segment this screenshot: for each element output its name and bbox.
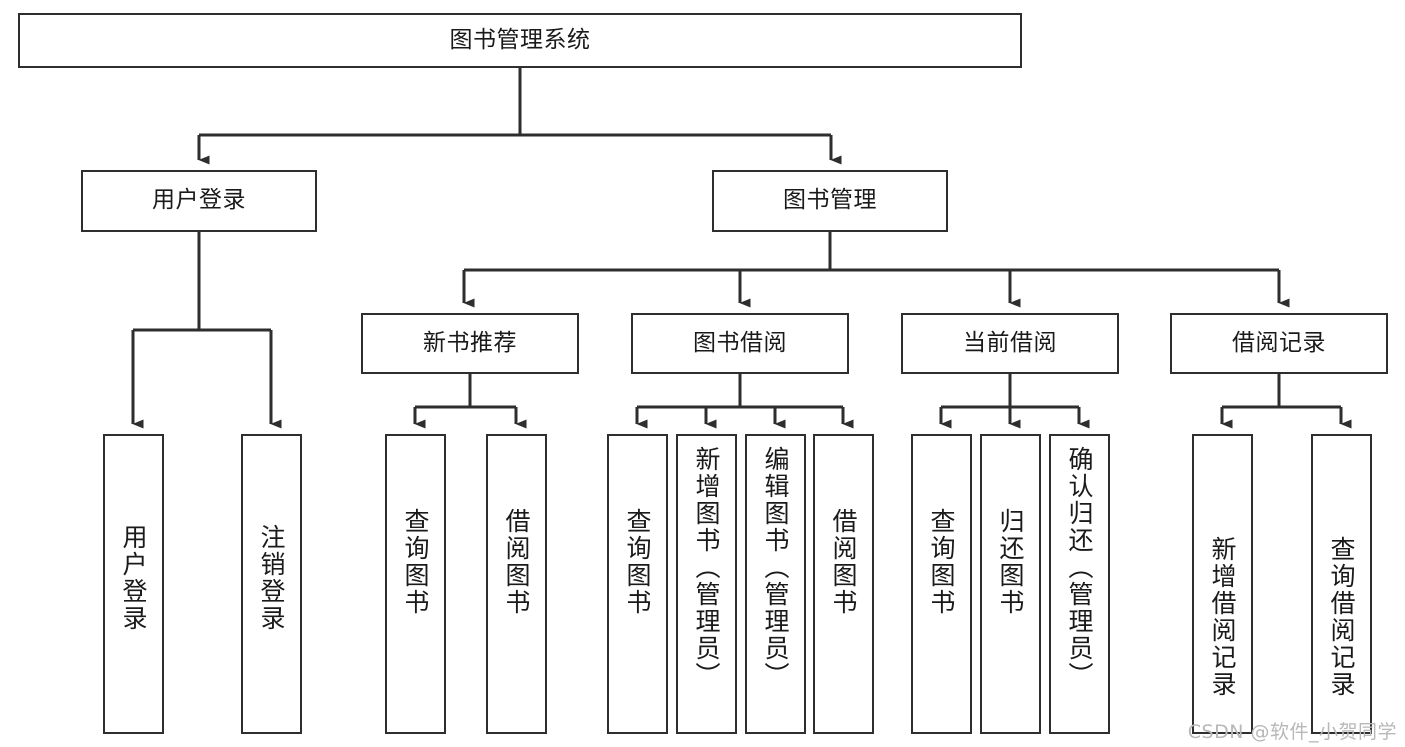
node-leaf-query-book-2[interactable]: 查询图书 — [607, 434, 668, 734]
node-leaf-confirm-return-label: 确认归还（管理员） — [1065, 446, 1094, 689]
node-borrow-record[interactable]: 借阅记录 — [1170, 313, 1388, 374]
node-leaf-query-record-label: 查询借阅记录 — [1327, 536, 1356, 698]
node-leaf-add-book-label: 新增图书（管理员） — [692, 446, 721, 689]
node-leaf-user-login-label: 用户登录 — [119, 524, 148, 632]
node-leaf-edit-book-label: 编辑图书（管理员） — [761, 446, 790, 689]
node-leaf-return-book[interactable]: 归还图书 — [980, 434, 1041, 734]
node-leaf-user-login[interactable]: 用户登录 — [103, 434, 164, 734]
node-leaf-logout-label: 注销登录 — [257, 524, 286, 632]
node-user-login-label: 用户登录 — [152, 187, 246, 214]
node-leaf-query-book-2-label: 查询图书 — [623, 508, 652, 616]
node-root-label: 图书管理系统 — [449, 26, 591, 53]
node-leaf-query-book-3-label: 查询图书 — [927, 508, 956, 616]
node-leaf-add-record-label: 新增借阅记录 — [1208, 536, 1237, 698]
node-book-borrow[interactable]: 图书借阅 — [631, 313, 849, 374]
node-leaf-query-book-1[interactable]: 查询图书 — [385, 434, 446, 734]
node-book-manage-label: 图书管理 — [783, 187, 877, 214]
node-user-login[interactable]: 用户登录 — [81, 170, 317, 232]
node-leaf-add-book[interactable]: 新增图书（管理员） — [676, 434, 737, 734]
node-leaf-query-book-1-label: 查询图书 — [401, 508, 430, 616]
node-current-borrow-label: 当前借阅 — [963, 329, 1057, 356]
node-leaf-borrow-book-2-label: 借阅图书 — [829, 508, 858, 616]
node-leaf-edit-book[interactable]: 编辑图书（管理员） — [745, 434, 806, 734]
node-root[interactable]: 图书管理系统 — [18, 13, 1022, 68]
node-leaf-return-book-label: 归还图书 — [996, 508, 1025, 616]
node-leaf-logout[interactable]: 注销登录 — [241, 434, 302, 734]
node-borrow-record-label: 借阅记录 — [1232, 329, 1326, 356]
node-leaf-add-record[interactable]: 新增借阅记录 — [1192, 434, 1253, 734]
node-leaf-confirm-return[interactable]: 确认归还（管理员） — [1049, 434, 1110, 734]
node-book-manage[interactable]: 图书管理 — [712, 170, 948, 232]
node-book-borrow-label: 图书借阅 — [693, 329, 787, 356]
node-current-borrow[interactable]: 当前借阅 — [901, 313, 1119, 374]
node-leaf-borrow-book-1[interactable]: 借阅图书 — [486, 434, 547, 734]
csdn-watermark: CSDN @软件_小贺同学 — [1187, 721, 1397, 743]
node-new-book-rec[interactable]: 新书推荐 — [361, 313, 579, 374]
node-new-book-rec-label: 新书推荐 — [423, 329, 517, 356]
node-leaf-query-book-3[interactable]: 查询图书 — [911, 434, 972, 734]
node-leaf-borrow-book-2[interactable]: 借阅图书 — [813, 434, 874, 734]
node-leaf-query-record[interactable]: 查询借阅记录 — [1311, 434, 1372, 734]
node-leaf-borrow-book-1-label: 借阅图书 — [502, 508, 531, 616]
